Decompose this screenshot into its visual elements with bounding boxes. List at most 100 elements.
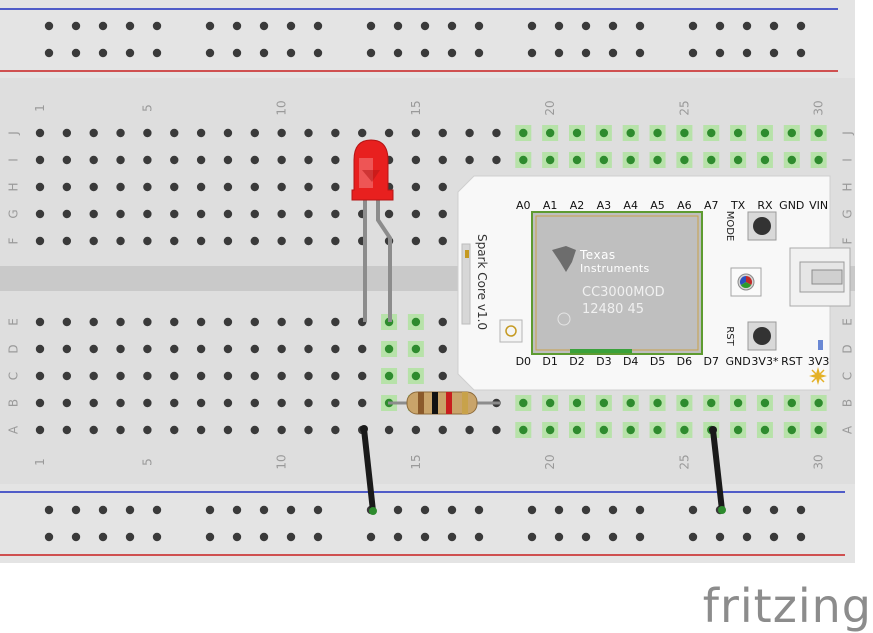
hole-A1: [35, 425, 45, 435]
core-bottom-pin-label: D1: [542, 355, 557, 368]
core-top-pin-label: GND: [779, 199, 804, 212]
row-label-right: G: [841, 209, 855, 218]
hole-A5: [143, 425, 152, 435]
hole-E5: [143, 317, 152, 327]
top-rail-hole: [259, 21, 269, 31]
bottom-rail-hole: [635, 505, 645, 515]
bottom-rail-hole: [259, 532, 269, 542]
hole-H1: [35, 182, 45, 192]
row-label-left: J: [7, 131, 21, 136]
hole-A27: [733, 425, 743, 435]
top-rail-hole: [635, 21, 645, 31]
hole-F1: [35, 236, 45, 246]
hole-F15: [411, 236, 421, 246]
hole-D11: [304, 344, 313, 354]
column-label-top: 15: [409, 100, 423, 115]
hole-C1: [35, 371, 45, 381]
hole-A2: [62, 425, 72, 435]
hole-J12: [331, 128, 340, 138]
hole-D4: [116, 344, 125, 354]
top-rail-hole: [796, 21, 806, 31]
hole-J15: [411, 128, 421, 138]
row-label-left: F: [7, 237, 21, 244]
hole-I17: [465, 155, 474, 165]
hole-H6: [170, 182, 179, 192]
hole-G5: [143, 209, 152, 219]
hole-A4: [116, 425, 125, 435]
column-label-top: 20: [543, 100, 557, 115]
top-rail-hole: [393, 48, 403, 58]
cc3000-module: [531, 211, 703, 355]
hole-G1: [35, 209, 45, 219]
chip-serial: 12480 45: [582, 302, 644, 317]
hole-A15: [411, 425, 421, 435]
chip-green-pad: [570, 349, 632, 353]
top-rail-hole: [313, 21, 323, 31]
top-rail-hole: [688, 21, 698, 31]
hole-G4: [116, 209, 125, 219]
hole-I25: [680, 155, 689, 165]
bottom-rail-hole: [715, 532, 725, 542]
hole-H2: [62, 182, 72, 192]
hole-I20: [545, 155, 555, 165]
mode-button[interactable]: [747, 211, 777, 241]
hole-D7: [196, 344, 206, 354]
hole-I28: [760, 155, 770, 165]
hole-A8: [223, 425, 233, 435]
bottom-rail-hole: [125, 505, 135, 515]
hole-B29: [787, 398, 796, 408]
core-top-pin-label: VIN: [809, 199, 828, 212]
top-rail-hole: [715, 48, 725, 58]
hole-D12: [331, 344, 340, 354]
row-label-left: H: [7, 182, 21, 191]
hole-I7: [196, 155, 206, 165]
bottom-rail-hole: [232, 505, 242, 515]
hole-J30: [814, 128, 823, 138]
hole-A25: [680, 425, 689, 435]
hole-G10: [277, 209, 286, 219]
hole-E15: [411, 317, 421, 327]
hole-H11: [304, 182, 313, 192]
bottom-rail-hole: [125, 532, 135, 542]
hole-C9: [250, 371, 259, 381]
hole-J24: [653, 128, 662, 138]
resistor-band-1: [418, 392, 424, 414]
column-label-bottom: 1: [33, 458, 47, 466]
top-rail-hole: [125, 21, 135, 31]
hole-B28: [760, 398, 770, 408]
hole-G7: [196, 209, 206, 219]
led-reflector: [362, 170, 380, 182]
hole-B30: [814, 398, 823, 408]
hole-F5: [143, 236, 152, 246]
bottom-rail-hole: [742, 532, 752, 542]
bottom-rail-hole: [205, 532, 215, 542]
hole-G2: [62, 209, 72, 219]
column-label-top: 5: [140, 104, 154, 112]
spark-core-board: Spark Core v1.0 Texas Instruments CC3000…: [457, 175, 851, 391]
hole-I10: [277, 155, 286, 165]
bottom-rail-hole: [474, 532, 484, 542]
hole-E11: [304, 317, 313, 327]
hole-B6: [170, 398, 179, 408]
hole-C10: [277, 371, 286, 381]
hole-J11: [304, 128, 313, 138]
hole-E12: [331, 317, 340, 327]
rgb-led-segment-red: [746, 276, 753, 285]
top-rail-hole: [71, 21, 81, 31]
reset-button-cap[interactable]: [753, 327, 771, 345]
core-top-pin-label: A1: [543, 199, 558, 212]
hole-E6: [170, 317, 179, 327]
mode-button-cap[interactable]: [753, 217, 771, 235]
bottom-rail-hole: [152, 505, 162, 515]
bottom-rail-hole: [688, 505, 698, 515]
hole-I24: [653, 155, 662, 165]
chip-brand-line1: Texas: [579, 248, 616, 262]
hole-D1: [35, 344, 45, 354]
hole-I19: [519, 155, 528, 165]
spark-core-title: Spark Core v1.0: [475, 234, 489, 330]
hole-C13: [358, 371, 367, 381]
hole-J7: [196, 128, 206, 138]
hole-I21: [572, 155, 582, 165]
hole-I12: [331, 155, 340, 165]
